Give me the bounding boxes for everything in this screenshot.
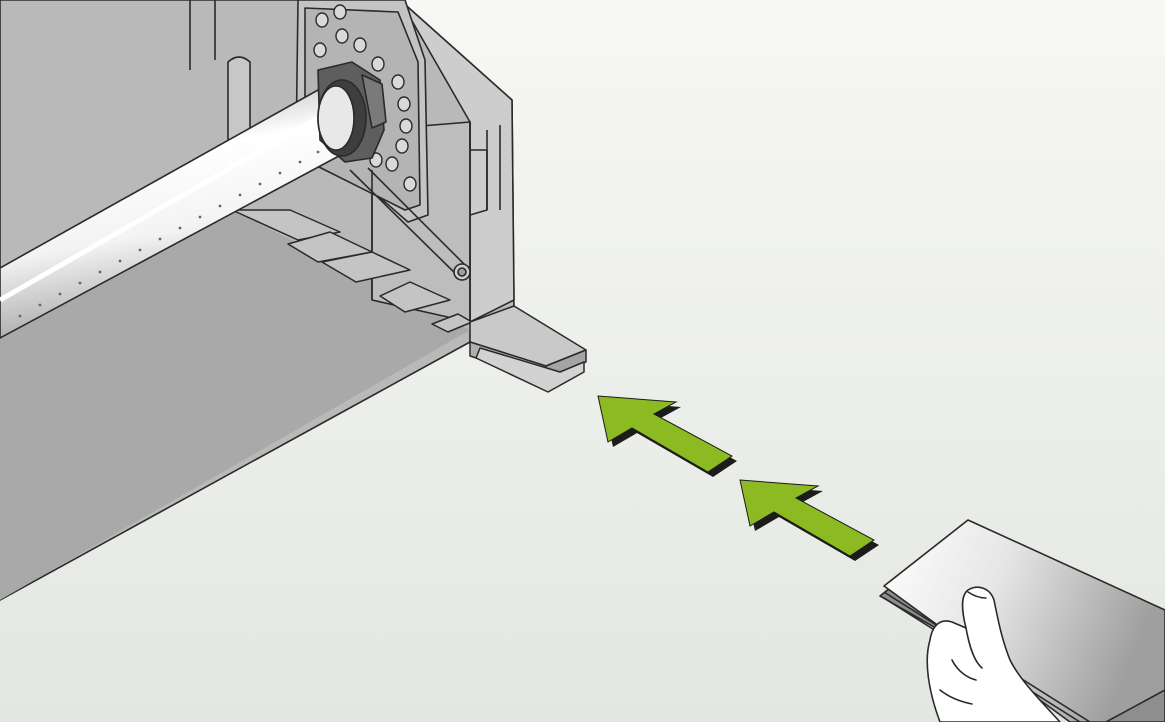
tube-perforations xyxy=(18,150,320,318)
insert-panel xyxy=(879,519,1165,722)
guide-rail xyxy=(469,305,587,393)
housing-floor-shadow xyxy=(0,210,470,600)
tube-end-nut xyxy=(317,61,387,163)
end-cap-side xyxy=(399,0,515,323)
insert-direction-arrow-icon xyxy=(739,479,879,561)
floor-tabs xyxy=(231,209,473,333)
hand xyxy=(926,586,1061,722)
housing xyxy=(0,0,515,601)
plate-holes xyxy=(313,4,417,192)
insert-direction-arrow-icon xyxy=(597,395,737,477)
